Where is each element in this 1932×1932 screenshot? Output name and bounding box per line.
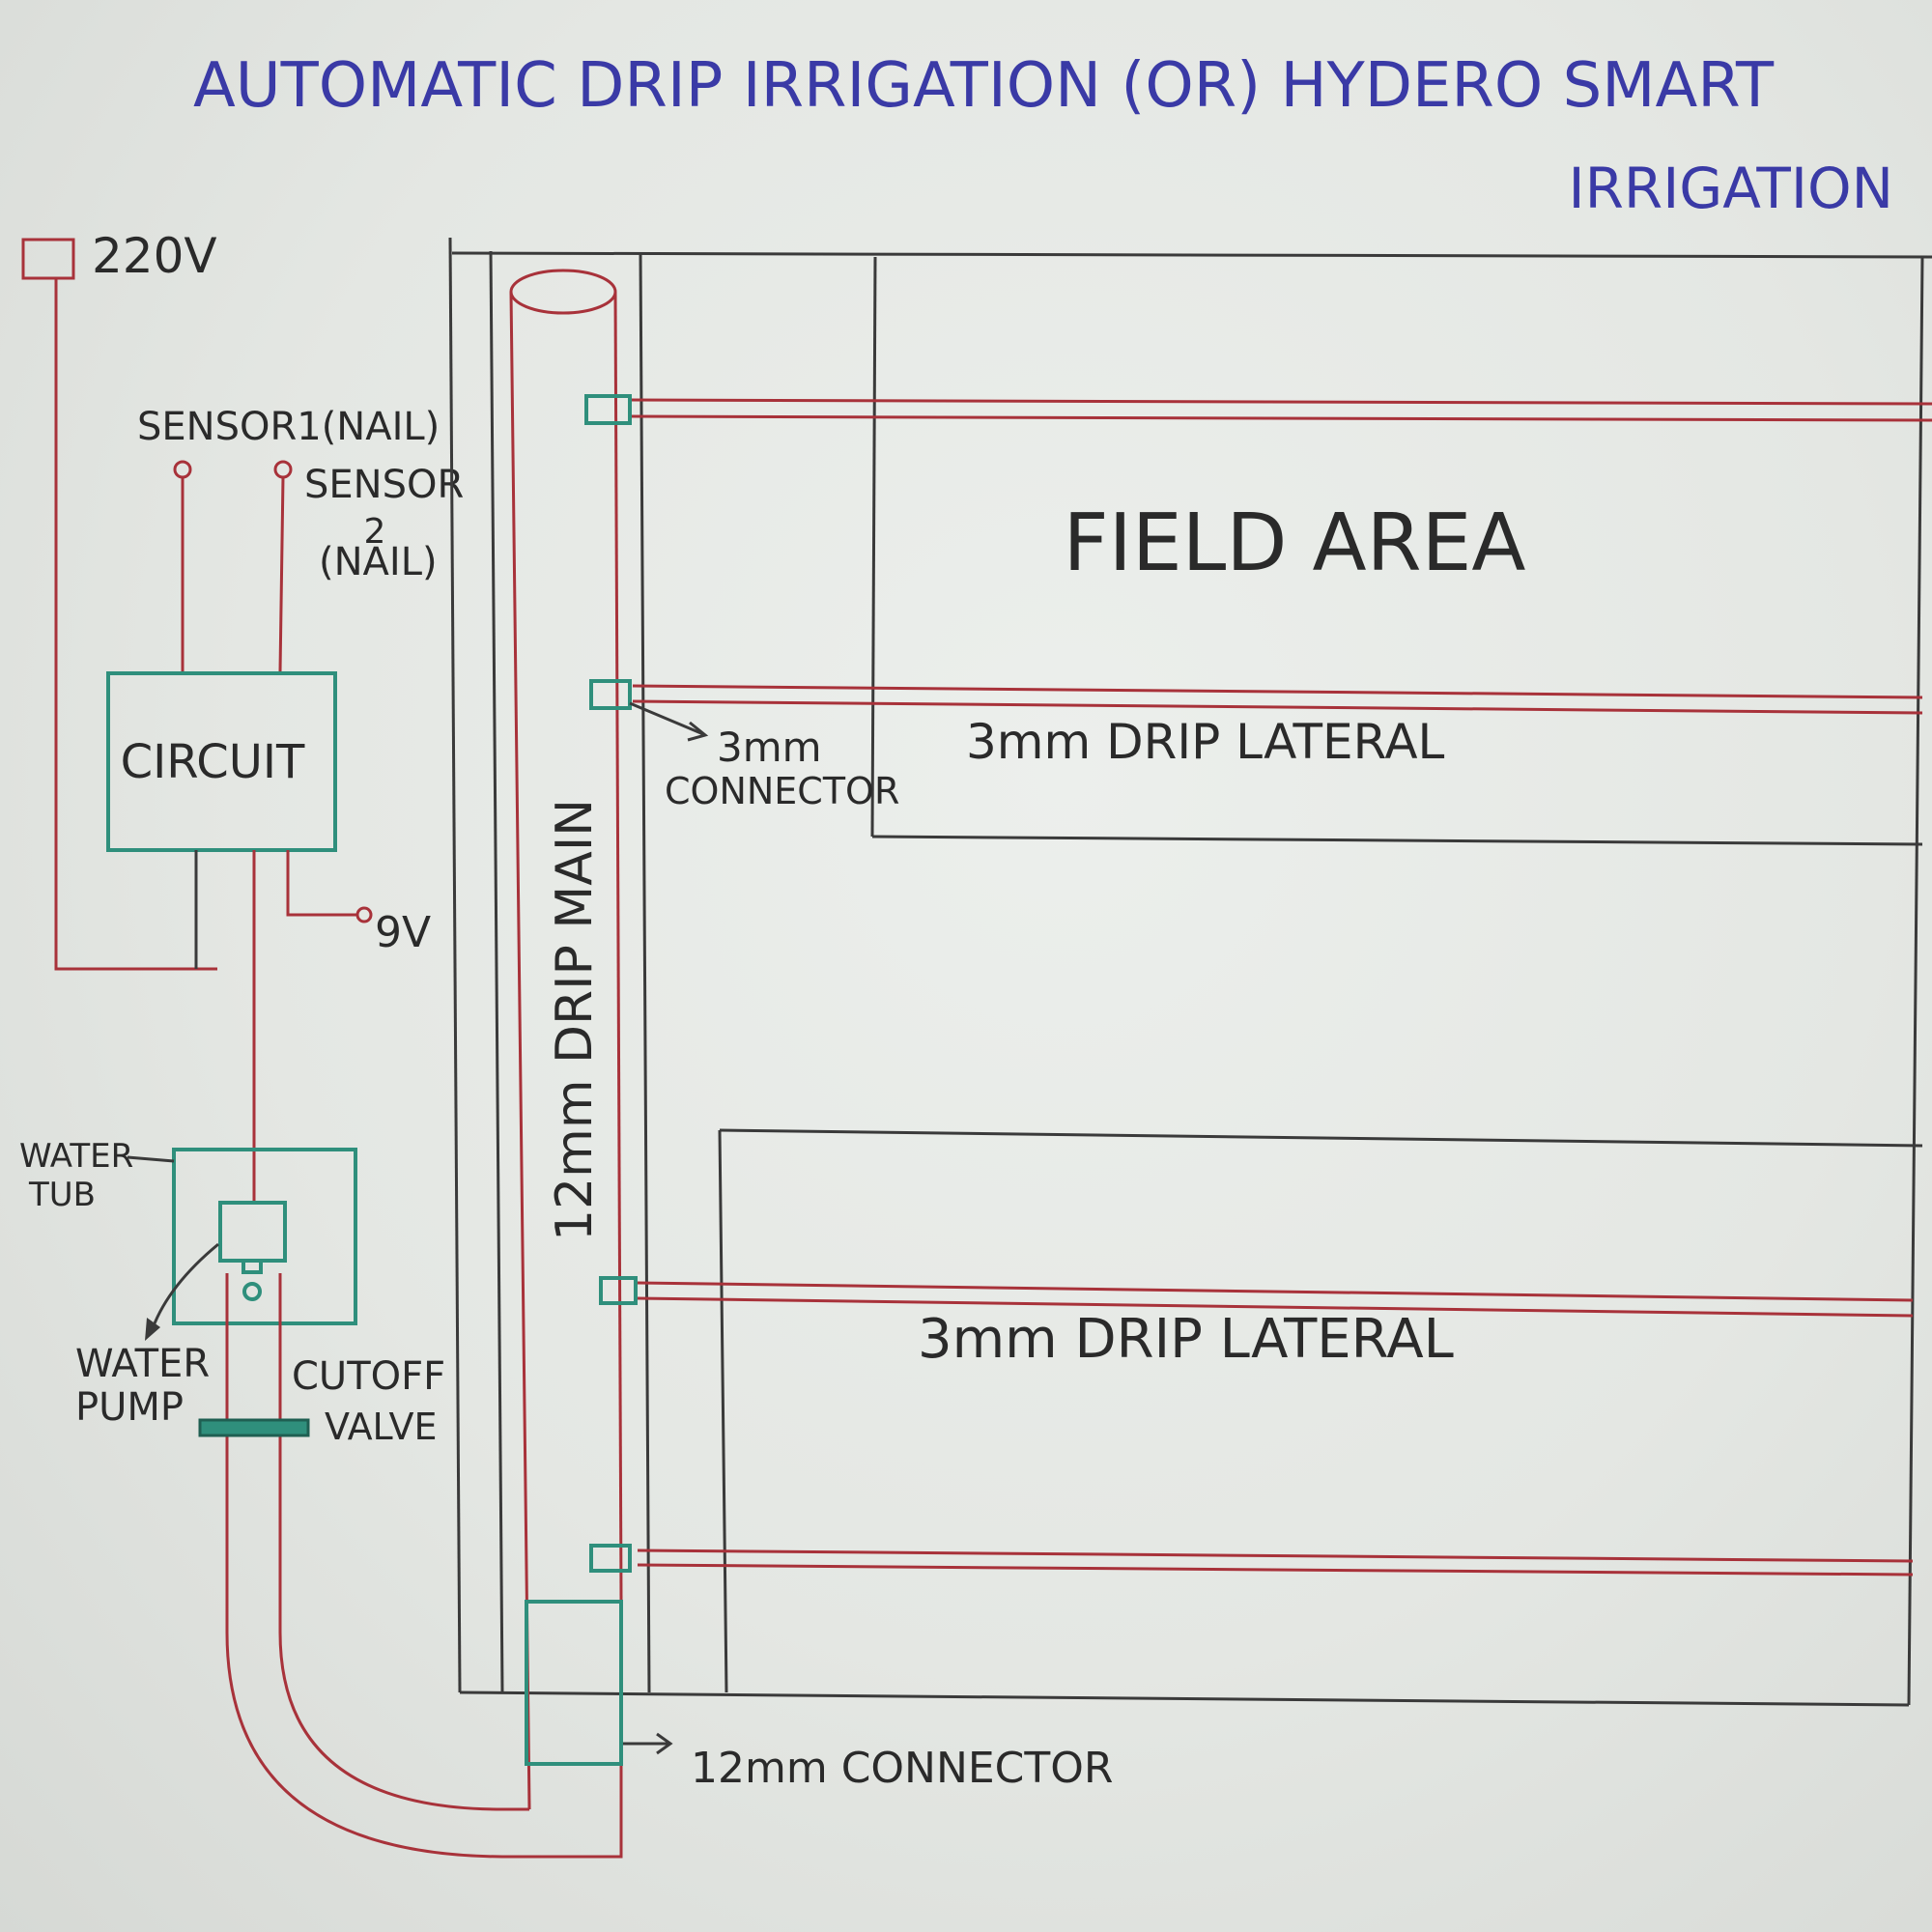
lateral-pipe-2-bottom [632,699,1923,715]
sensor2-wire [278,476,285,672]
drip-main-pipe-right-wall [613,291,623,1600]
water-tub-label-line1: WATER [19,1137,133,1176]
frame-left-inner [489,250,504,1693]
main-connector-box [525,1600,623,1766]
cutoff-valve-label-line2: VALVE [325,1406,438,1448]
lateral-pipe-1-bottom [629,414,1932,422]
lateral-pipe-4-top [637,1548,1914,1563]
frame-bottom [459,1690,1910,1707]
lateral-pipe-3-top [637,1281,1914,1302]
sensor1-label: SENSOR1(NAIL) [137,405,440,449]
lateral-connector-label-line2: CONNECTOR [665,770,899,812]
drip-lateral-bottom-label: 3mm DRIP LATERAL [918,1308,1454,1371]
water-pump-arrowhead-icon [145,1318,160,1341]
pump-nozzle-icon [242,1282,262,1301]
sensor1-nail-icon [173,460,192,479]
lower-field-top-border [719,1128,1923,1148]
lateral-connector-1 [584,394,632,425]
sensor2-label-line3: (NAIL) [319,540,438,584]
water-pump-label-line1: WATER [75,1342,210,1386]
main-connector-label: 12mm CONNECTOR [691,1744,1114,1793]
water-pump-box [218,1201,287,1263]
water-pump-label-line2: PUMP [75,1385,184,1430]
lateral-connector-label-line1: 3mm [717,724,822,771]
main-connector-arrowhead-icon [656,1732,673,1755]
diagram-title-line2: IRRIGATION [1568,156,1893,221]
upper-field-bottom-border [871,835,1923,846]
power-plug-icon [21,238,75,280]
circuit-box [106,671,337,852]
pump-outlet-icon [242,1259,263,1274]
field-left-border [639,252,651,1693]
lateral-pipe-2-top [632,684,1923,699]
field-area-label: FIELD AREA [1063,497,1525,589]
water-tub-pointer [127,1155,175,1163]
lateral-connector-3 [599,1276,638,1305]
drip-main-pipe-top [509,269,617,315]
cutoff-valve-label-line1: CUTOFF [292,1354,445,1399]
lateral-connector-4 [589,1544,632,1573]
lateral-connector-2 [589,679,632,710]
sensor2-label-line2: 2 [364,512,386,552]
lateral-pipe-1-top [629,398,1932,406]
frame-top [451,251,1932,259]
upper-field-left-border [870,256,877,838]
lateral-connector-arrow-shaft [629,701,704,736]
drip-main-label: 12mm DRIP MAIN [546,799,604,1241]
water-tub-label-line2: TUB [28,1176,96,1214]
power-wire [54,278,217,971]
nine-volt-terminal-icon [355,906,373,923]
sensor2-label-line1: SENSOR [304,463,464,507]
nine-volt-wire [286,850,357,917]
frame-left-outer [448,237,462,1693]
cutoff-valve-icon [198,1418,310,1437]
drip-main-pipe-left-wall [509,291,531,1810]
circuit-label: CIRCUIT [121,735,305,789]
water-pump-pointer [151,1242,219,1329]
frame-right [1907,256,1924,1706]
drip-lateral-top-label: 3mm DRIP LATERAL [966,714,1445,770]
lower-field-left-border [718,1129,728,1693]
lateral-pipe-3-bottom [637,1296,1914,1318]
power-label: 220V [92,228,217,284]
outlet-pipe-inner [278,1273,529,1811]
sensor2-nail-icon [273,460,293,479]
diagram-title-line1: AUTOMATIC DRIP IRRIGATION (OR) HYDERO SM… [193,50,1775,122]
lateral-pipe-4-bottom [637,1563,1914,1577]
outlet-pipe-outer [225,1273,623,1859]
lateral-connector-arrowhead-icon [687,721,709,742]
nine-volt-label: 9V [375,908,431,957]
water-tub-box [172,1148,357,1325]
